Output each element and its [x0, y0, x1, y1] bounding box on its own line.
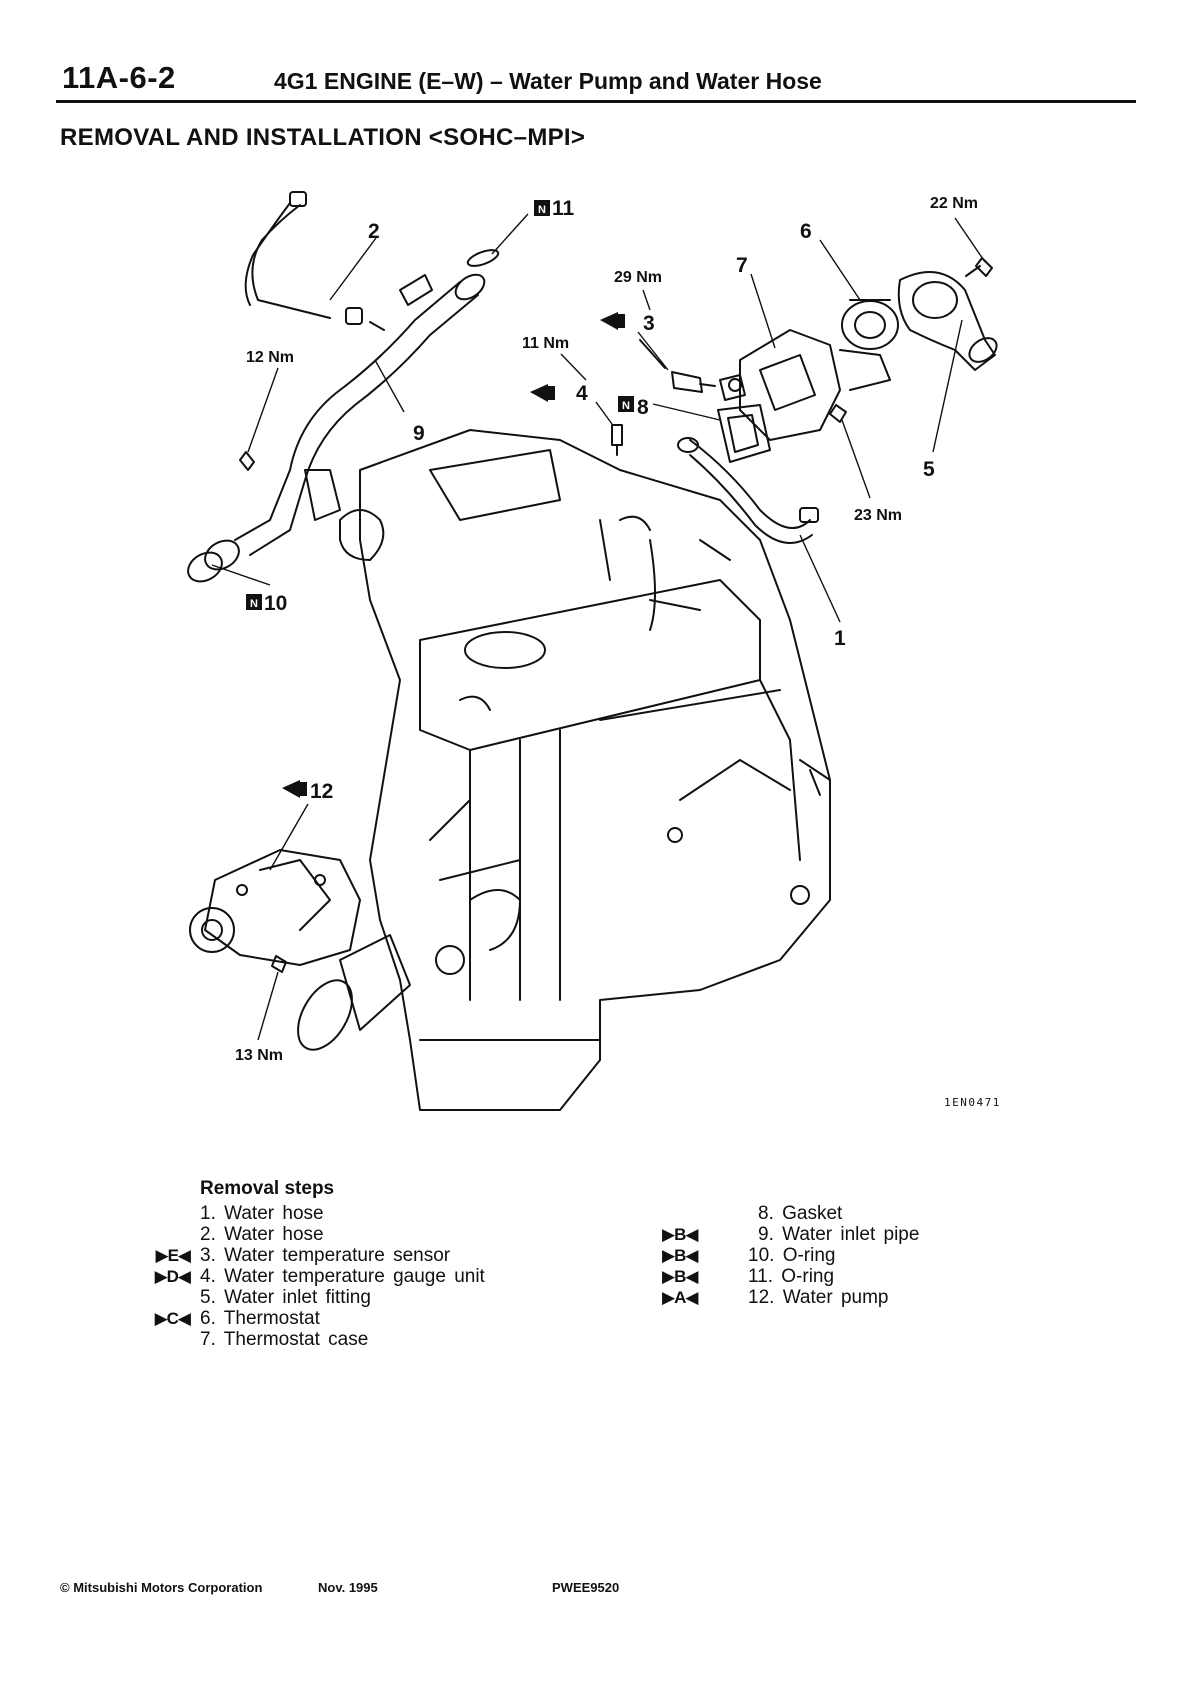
list-item: ▶C◀ 6. Thermostat [155, 1308, 640, 1329]
torque-label-11nm: 11 Nm [522, 335, 569, 352]
callout-8: 8 [637, 396, 649, 419]
torque-marker-icon [600, 312, 618, 330]
o-ring-11-drawing [466, 249, 500, 267]
running-title: 4G1 ENGINE (E–W) – Water Pump and Water … [274, 68, 822, 94]
installation-note-mark: ▶A◀ [662, 1288, 698, 1307]
new-part-badge-11: N [534, 200, 550, 216]
step-text: 3. Water temperature sensor [200, 1245, 451, 1266]
removal-steps-heading: Removal steps [200, 1178, 335, 1199]
water-inlet-pipe-drawing [187, 273, 486, 583]
water-pump-drawing [189, 849, 361, 966]
list-item: ▶E◀ 3. Water temperature sensor [156, 1245, 640, 1266]
step-text: 6. Thermostat [200, 1308, 320, 1329]
step-text: 8. Gasket [758, 1203, 843, 1224]
torque-label-29nm: 29 Nm [614, 269, 662, 286]
bolt-22nm-drawing [965, 257, 993, 277]
footer-date: Nov. 1995 [318, 1580, 378, 1595]
removal-steps-right: 8. Gasket ▶B◀ 9. Water inlet pipe ▶B◀ 10. … [662, 1203, 1028, 1308]
torque-label-22nm: 22 Nm [930, 195, 978, 212]
callout-11: 11 [552, 197, 575, 220]
svg-text:N: N [250, 598, 258, 610]
bolt-12nm-drawing [239, 451, 255, 471]
water-inlet-fitting-drawing [897, 271, 998, 371]
leader-lines [211, 213, 986, 1041]
step-text: 1. Water hose [200, 1203, 324, 1224]
installation-note-mark: ▶B◀ [662, 1246, 698, 1265]
water-hose-2-drawing [244, 191, 385, 331]
torque-marker-icons [282, 312, 625, 798]
drawing-code: 1EN0471 [944, 1096, 1001, 1109]
callout-10: 10 [264, 592, 287, 615]
list-item: 5. Water inlet fitting [200, 1287, 640, 1308]
list-item: ▶A◀ 12. Water pump [662, 1287, 1028, 1308]
gasket-drawing [717, 404, 771, 463]
step-text: 9. Water inlet pipe [758, 1224, 920, 1245]
list-item: 7. Thermostat case [200, 1329, 640, 1350]
callout-7: 7 [736, 254, 748, 277]
svg-text:N: N [538, 204, 546, 216]
new-part-badge-10: N [246, 594, 262, 610]
list-item: 1. Water hose [200, 1203, 640, 1224]
new-part-badge-8: N [618, 396, 634, 412]
installation-note-mark: ▶E◀ [155, 1246, 192, 1265]
svg-text:N: N [622, 400, 630, 412]
bolt-23nm-drawing [829, 404, 847, 423]
step-text: 11. O-ring [748, 1266, 835, 1287]
step-text: 5. Water inlet fitting [200, 1287, 371, 1308]
footer-doc-code: PWEE9520 [552, 1580, 620, 1595]
step-text: 7. Thermostat case [200, 1329, 369, 1350]
water-temperature-gauge-unit-drawing [611, 424, 623, 456]
torque-label-13nm: 13 Nm [235, 1047, 283, 1064]
step-text: 12. Water pump [748, 1287, 889, 1308]
bolt-13nm-drawing [271, 955, 287, 973]
installation-note-mark: ▶D◀ [154, 1267, 191, 1286]
callout-5: 5 [923, 458, 935, 481]
list-item: ▶B◀ 10. O-ring [662, 1245, 1028, 1266]
page-number: 11A-6-2 [62, 60, 176, 95]
callout-12: 12 [310, 780, 333, 803]
engine-exploded-diagram: N N N 11 2 6 7 3 4 8 9 5 10 1 12 22 Nm 2… [187, 191, 1001, 1111]
torque-label-23nm: 23 Nm [854, 507, 902, 524]
step-text: 4. Water temperature gauge unit [200, 1266, 485, 1287]
list-item: ▶B◀ 9. Water inlet pipe [662, 1224, 1028, 1245]
callout-3: 3 [643, 312, 655, 335]
footer-copyright: © Mitsubishi Motors Corporation [60, 1580, 263, 1595]
list-item: ▶D◀ 4. Water temperature gauge unit [155, 1266, 640, 1287]
callout-2: 2 [368, 220, 380, 243]
water-hose-1-drawing [677, 437, 819, 544]
torque-marker-icon [530, 384, 548, 402]
callout-6: 6 [800, 220, 812, 243]
page-header: 11A-6-2 4G1 ENGINE (E–W) – Water Pump an… [56, 58, 1136, 103]
section-title: REMOVAL AND INSTALLATION <SOHC–MPI> [60, 124, 586, 151]
torque-marker-icon [282, 780, 300, 798]
thermostat-case-drawing [719, 329, 891, 441]
callout-1: 1 [834, 627, 846, 650]
engine-block-drawing [339, 429, 831, 1111]
list-item: 2. Water hose [200, 1224, 640, 1245]
removal-steps-left: Removal steps 1. Water hose 2. Water hos… [155, 1178, 640, 1350]
water-temperature-sensor-drawing [639, 339, 716, 393]
oil-filter-drawing [297, 934, 411, 1051]
step-text: 2. Water hose [200, 1224, 324, 1245]
installation-note-mark: ▶B◀ [662, 1267, 698, 1286]
callout-4: 4 [576, 382, 588, 405]
callout-9: 9 [413, 422, 425, 445]
installation-note-mark: ▶C◀ [154, 1309, 191, 1328]
installation-note-mark: ▶B◀ [662, 1225, 698, 1244]
thermostat-drawing [841, 299, 899, 350]
torque-label-12nm: 12 Nm [246, 349, 294, 366]
list-item: ▶B◀ 11. O-ring [662, 1266, 1028, 1287]
list-item: 8. Gasket [668, 1203, 1028, 1224]
step-text: 10. O-ring [748, 1245, 836, 1266]
